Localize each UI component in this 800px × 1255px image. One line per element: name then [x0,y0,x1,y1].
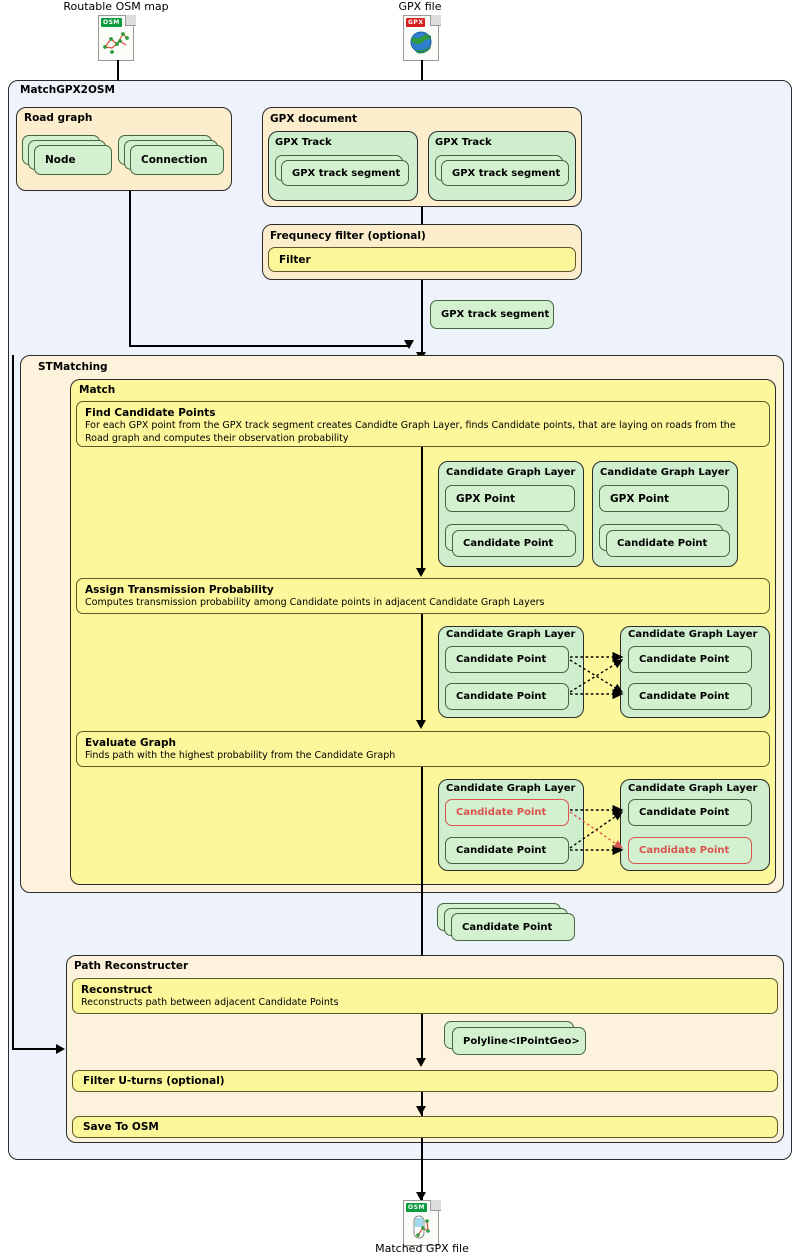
artifact-candidate-point-2a-2-label: Candidate Point [456,691,547,702]
artifact-candidate-point-2b-1[interactable]: Candidate Point [628,646,752,673]
arrowhead-reconstruct-to-filter-uturns [416,1058,426,1067]
action-filter-uturns[interactable]: Filter U-turns (optional) [72,1070,778,1092]
arrowhead-filter-uturns-to-save [416,1106,426,1115]
action-reconstruct-desc: Reconstructs path between adjacent Candi… [81,997,339,1008]
input-label-osm-map: Routable OSM map [63,0,169,13]
osm-tag-label: OSM [101,18,122,27]
artifact-polyline[interactable]: Polyline<IPointGeo> [452,1027,586,1055]
action-reconstruct-title: Reconstruct [81,984,153,996]
artifact-candidate-point-2b-2[interactable]: Candidate Point [628,683,752,710]
artifact-gpx-track-segment-flow-label: GPX track segment [441,309,550,320]
artifact-candidate-point-3a-2[interactable]: Candidate Point [445,837,569,864]
package-title-candidate-graph-layer-2a: Candidate Graph Layer [446,629,576,640]
artifact-candidate-point-2a-1-label: Candidate Point [456,654,547,665]
action-filter-uturns-label: Filter U-turns (optional) [83,1075,225,1087]
arrow-filter-to-stmatching [421,280,423,360]
package-title-path-reconstructer: Path Reconstructer [74,960,189,972]
artifact-gpx-point-1b-label: GPX Point [610,492,670,505]
action-evaluate-graph[interactable]: Evaluate Graph Finds path with the highe… [76,731,770,767]
arrowhead-roadgraph-to-stmatching [404,340,414,349]
line-roadgraph-right [129,345,409,347]
line-roadgraph-down [129,191,131,346]
action-assign-transmission-probability-title: Assign Transmission Probability [85,584,274,596]
artifact-candidate-point-2a-1[interactable]: Candidate Point [445,646,569,673]
package-title-candidate-graph-layer-3b: Candidate Graph Layer [628,783,758,794]
action-filter[interactable]: Filter [268,247,576,272]
package-title-match: Match [79,384,116,396]
artifact-candidate-point-1b[interactable]: Candidate Point [606,530,730,557]
artifact-candidate-point-2b-1-label: Candidate Point [639,654,730,665]
artifact-gpx-track-segment-1[interactable]: GPX track segment [281,160,409,186]
arrowhead-save-to-output [416,1192,426,1201]
gpx-file-icon: GPX [403,15,441,61]
arrowhead-step2-to-step3 [416,720,426,729]
artifact-candidate-point-3a-1-highlighted[interactable]: Candidate Point [445,799,569,826]
artifact-candidate-point-1b-label: Candidate Point [617,538,708,549]
action-find-candidate-points-title: Find Candidate Points [85,407,216,419]
package-title-candidate-graph-layer-1b: Candidate Graph Layer [600,467,730,478]
package-title-gpx-track-2: GPX Track [435,137,492,148]
package-title-road-graph: Road graph [24,112,93,124]
action-save-to-osm-label: Save To OSM [83,1121,159,1133]
arrow-step2-to-step3 [421,614,423,726]
output-tag-label: OSM [406,1203,427,1212]
artifact-polyline-label: Polyline<IPointGeo> [463,1035,580,1047]
artifact-gpx-point-1a-label: GPX Point [456,492,516,505]
arrow-step1-to-step2 [421,447,423,574]
arrowhead-left-route-to-path-reconstructer [56,1044,65,1054]
package-title-gpx-document: GPX document [270,113,358,125]
artifact-candidate-point-3b-2-highlighted[interactable]: Candidate Point [628,837,752,864]
package-title-matchgpx2osm: MatchGPX2OSM [20,84,115,96]
action-find-candidate-points-desc: For each GPX point from the GPX track se… [85,420,736,444]
artifact-candidate-point-3b-2-label: Candidate Point [639,845,730,856]
action-reconstruct[interactable]: Reconstruct Reconstructs path between ad… [72,978,778,1014]
action-find-candidate-points[interactable]: Find Candidate Points For each GPX point… [76,401,770,447]
action-assign-transmission-probability-desc: Computes transmission probability among … [85,597,545,608]
arrow-gpxdoc-to-filter [421,207,423,235]
line-left-route-down [12,355,14,1050]
action-save-to-osm[interactable]: Save To OSM [72,1116,778,1138]
package-title-candidate-graph-layer-2b: Candidate Graph Layer [628,629,758,640]
osm-map-file-icon: OSM [98,15,136,61]
package-title-candidate-graph-layer-1a: Candidate Graph Layer [446,467,576,478]
artifact-candidate-point-2b-2-label: Candidate Point [639,691,730,702]
arrowhead-step1-to-step2 [416,568,426,577]
artifact-connection[interactable]: Connection [130,145,224,175]
output-label-matched-gpx-file: Matched GPX file [375,1242,469,1255]
artifact-candidate-point-3b-1-label: Candidate Point [639,807,730,818]
action-evaluate-graph-title: Evaluate Graph [85,737,176,749]
artifact-candidate-point-flow-label: Candidate Point [462,921,553,933]
arrow-step3-to-reconstruct [421,767,423,962]
matched-gpx-file-icon: OSM [403,1200,441,1246]
artifact-candidate-point-3b-1[interactable]: Candidate Point [628,799,752,826]
action-assign-transmission-probability[interactable]: Assign Transmission Probability Computes… [76,578,770,614]
artifact-gpx-track-segment-1-label: GPX track segment [292,167,401,179]
input-label-gpx-file: GPX file [398,0,442,13]
action-evaluate-graph-desc: Finds path with the highest probability … [85,750,396,761]
artifact-gpx-track-segment-2[interactable]: GPX track segment [441,160,569,186]
artifact-candidate-point-1a-label: Candidate Point [463,538,554,549]
line-left-route-right [12,1048,60,1050]
artifact-candidate-point-1a[interactable]: Candidate Point [452,530,576,557]
arrow-filter-uturns-to-save [421,1092,423,1118]
artifact-node-label: Node [45,154,76,166]
artifact-connection-label: Connection [141,154,208,166]
artifact-candidate-point-3a-2-label: Candidate Point [456,845,547,856]
action-filter-label: Filter [279,253,311,266]
artifact-gpx-track-segment-2-label: GPX track segment [452,167,561,179]
arrow-save-to-output [421,1138,423,1200]
artifact-candidate-point-flow[interactable]: Candidate Point [451,913,575,941]
arrow-reconstruct-to-filter-uturns [421,1014,423,1064]
artifact-node[interactable]: Node [34,145,112,175]
gpx-tag-label: GPX [406,18,426,27]
package-title-candidate-graph-layer-3a: Candidate Graph Layer [446,783,576,794]
artifact-gpx-point-1b[interactable]: GPX Point [599,485,729,512]
artifact-gpx-track-segment-flow[interactable]: GPX track segment [430,300,554,329]
package-title-frequency-filter: Frequnecy filter (optional) [270,230,426,242]
package-title-gpx-track-1: GPX Track [275,137,332,148]
artifact-candidate-point-2a-2[interactable]: Candidate Point [445,683,569,710]
package-title-stmatching: STMatching [38,361,108,373]
artifact-gpx-point-1a[interactable]: GPX Point [445,485,575,512]
artifact-candidate-point-3a-1-label: Candidate Point [456,807,547,818]
